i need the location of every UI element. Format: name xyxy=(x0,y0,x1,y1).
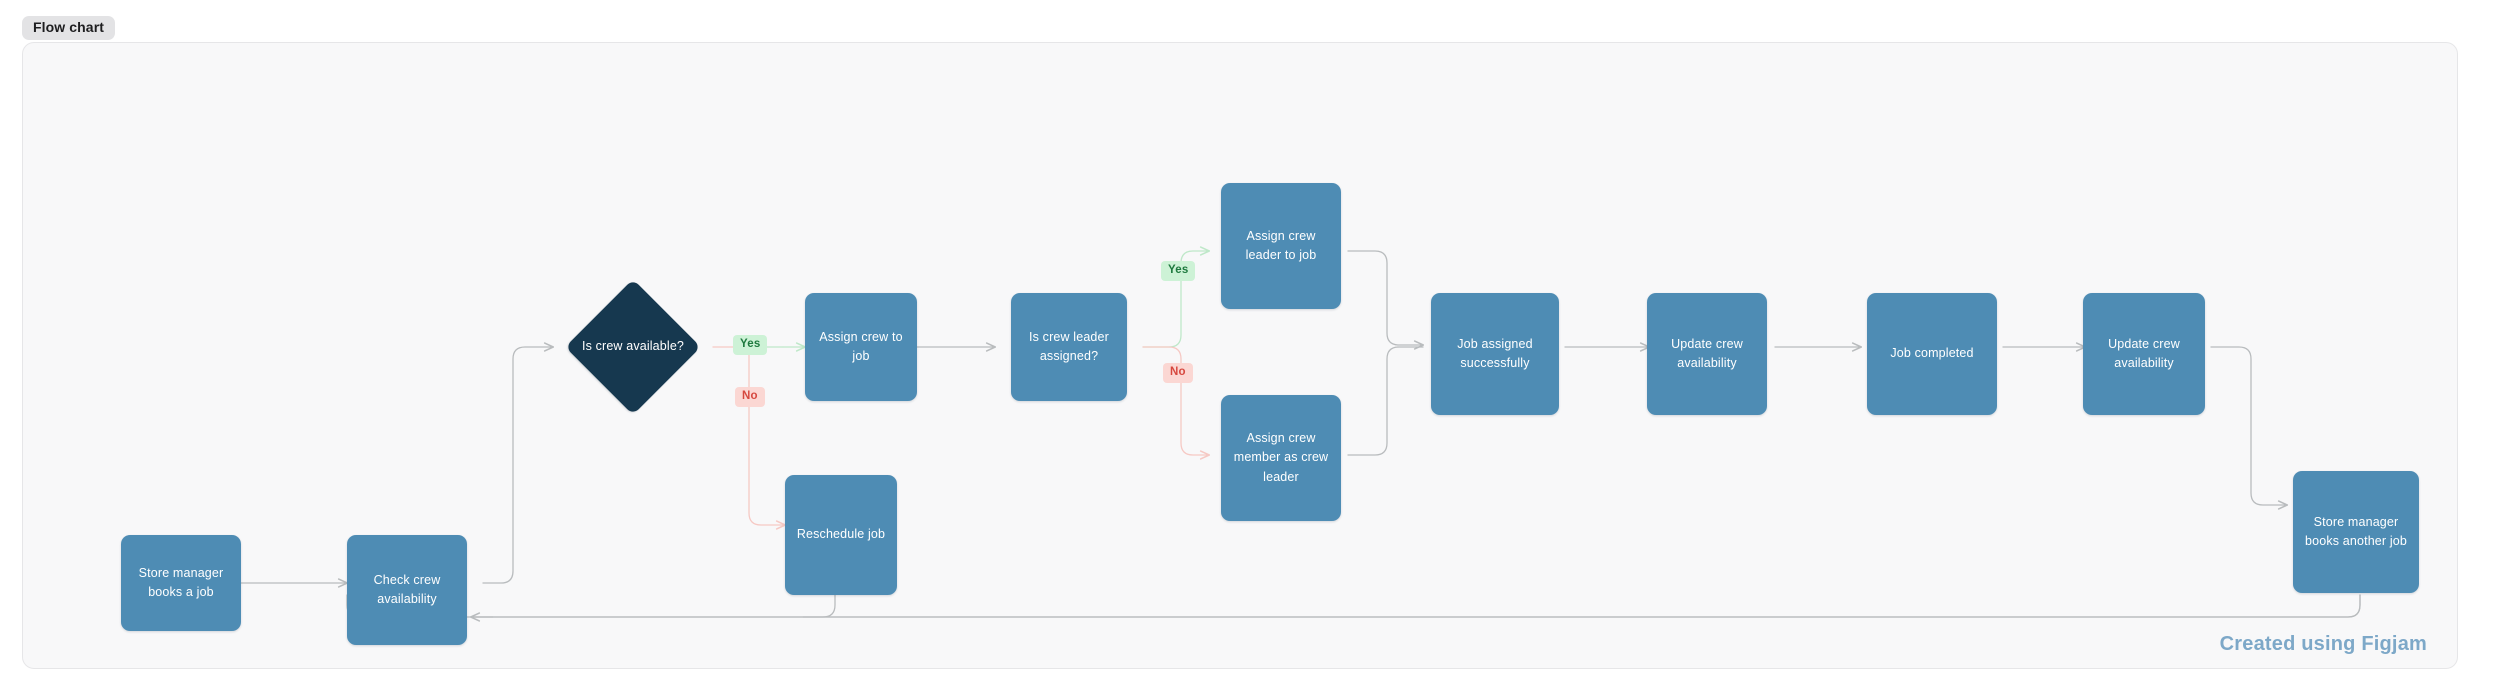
node-store-manager-books-job[interactable]: Store manager books a job xyxy=(121,535,241,631)
node-label: Job assigned successfully xyxy=(1457,336,1533,370)
node-assign-crew-member-as-crew-leader[interactable]: Assign crew member as crew leader xyxy=(1221,395,1341,521)
node-label-wrapper: Is crew available? xyxy=(581,299,685,395)
node-is-crew-available[interactable]: Is crew available? xyxy=(565,279,701,415)
node-assign-crew-leader-to-job[interactable]: Assign crew leader to job xyxy=(1221,183,1341,309)
node-assign-crew-to-job[interactable]: Assign crew to job xyxy=(805,293,917,401)
node-job-assigned-successfully[interactable]: Job assigned successfully xyxy=(1431,293,1559,415)
node-label: Update crew availability xyxy=(1671,336,1743,370)
node-update-crew-availability-2[interactable]: Update crew availability xyxy=(2083,293,2205,415)
edge-anotherjob-loop-bottom xyxy=(346,594,2361,618)
edge-loop-run xyxy=(470,594,2361,618)
edge-leaderjob-to-assigned xyxy=(1347,250,1425,350)
node-reschedule-job[interactable]: Reschedule job xyxy=(785,475,897,595)
node-label: Is crew available? xyxy=(581,339,685,354)
node-label: Assign crew leader to job xyxy=(1245,228,1317,262)
edge-crewmember-to-assigned xyxy=(1347,346,1424,456)
edge-leaderq-yes-to-leaderjob xyxy=(1142,246,1211,348)
node-label: Check crew availability xyxy=(373,572,441,606)
node-job-completed[interactable]: Job completed xyxy=(1867,293,1997,415)
node-label: Job completed xyxy=(1890,346,1974,361)
node-is-crew-leader-assigned[interactable]: Is crew leader assigned? xyxy=(1011,293,1127,401)
edge-label-yes-crew-available[interactable]: Yes xyxy=(733,335,768,355)
tab-flow-chart[interactable]: Flow chart xyxy=(22,16,116,41)
edge-check-to-decision xyxy=(482,342,555,584)
edge-leaderq-no-to-crewmember xyxy=(1142,346,1211,460)
flowchart-canvas[interactable]: Store manager books a job Check crew ava… xyxy=(22,42,2458,669)
edge-label-yes-crew-leader[interactable]: Yes xyxy=(1161,261,1196,281)
node-label: Store manager books another job xyxy=(2305,514,2407,548)
node-label: Store manager books a job xyxy=(138,565,224,599)
node-label: Is crew leader assigned? xyxy=(1029,329,1109,363)
edge-label-no-crew-available[interactable]: No xyxy=(735,387,765,407)
node-check-crew-availability[interactable]: Check crew availability xyxy=(347,535,467,645)
node-store-manager-books-another-job[interactable]: Store manager books another job xyxy=(2293,471,2419,593)
node-update-crew-availability-1[interactable]: Update crew availability xyxy=(1647,293,1767,415)
node-label: Reschedule job xyxy=(796,527,886,542)
node-label: Assign crew member as crew leader xyxy=(1233,430,1329,484)
edge-decision-no-to-reschedule xyxy=(748,346,787,530)
edge-update2-to-anotherjob xyxy=(2210,346,2289,510)
flowchart-canvas-inner: Store manager books a job Check crew ava… xyxy=(23,43,2457,668)
edge-label-no-crew-leader[interactable]: No xyxy=(1163,363,1193,383)
node-label: Assign crew to job xyxy=(819,329,903,363)
node-label: Update crew availability xyxy=(2108,336,2180,370)
figjam-credit: Created using Figjam xyxy=(2219,633,2427,655)
edge-reschedule-to-loop xyxy=(802,594,836,618)
